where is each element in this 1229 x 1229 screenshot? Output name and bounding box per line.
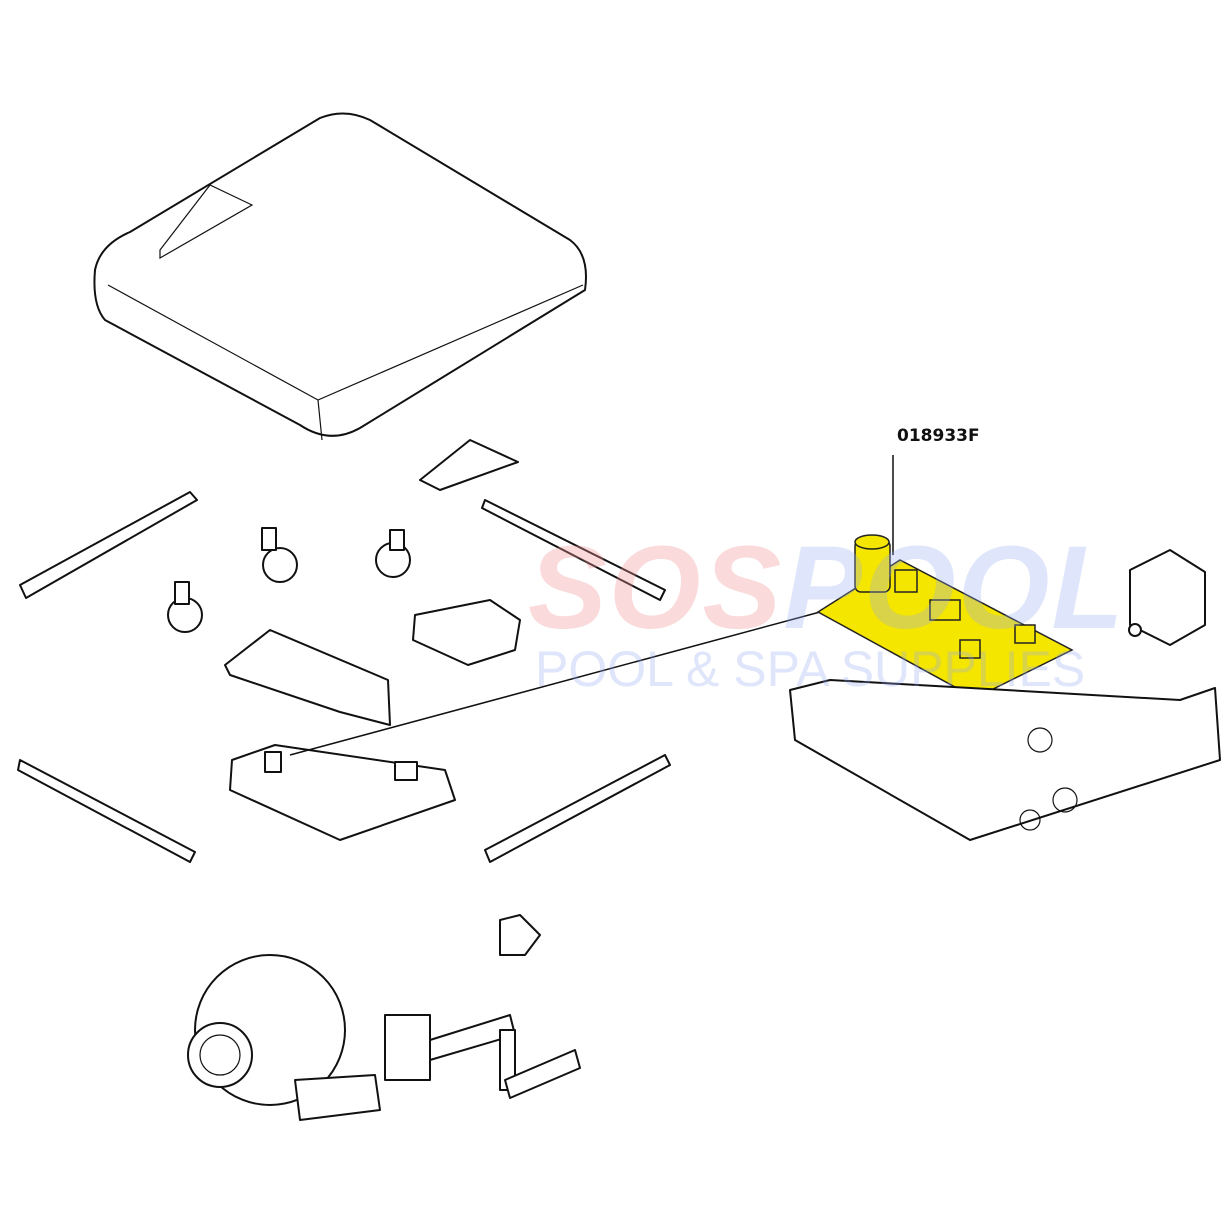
side-rails — [17, 491, 671, 863]
highlighted-pcb — [816, 534, 1074, 699]
shield-left — [224, 629, 391, 726]
watermark-pool: POOL — [783, 522, 1126, 654]
part-number-label: 018933F — [897, 426, 980, 446]
base-pan — [789, 679, 1221, 841]
top-cover — [93, 112, 587, 441]
watermark-tagline: POOL & SPA SUPPLIES — [535, 641, 1086, 697]
leader-line — [289, 611, 821, 756]
watermark-brand: SOSPOOL — [528, 520, 1126, 656]
pressure-switches — [167, 527, 411, 633]
blower-assembly — [187, 954, 581, 1121]
control-board-assembly — [229, 744, 456, 841]
bracket — [419, 439, 519, 491]
clip — [499, 914, 541, 956]
watermark-sos: SOS — [528, 522, 784, 654]
transformer — [1128, 549, 1206, 646]
shield-right — [412, 599, 521, 666]
